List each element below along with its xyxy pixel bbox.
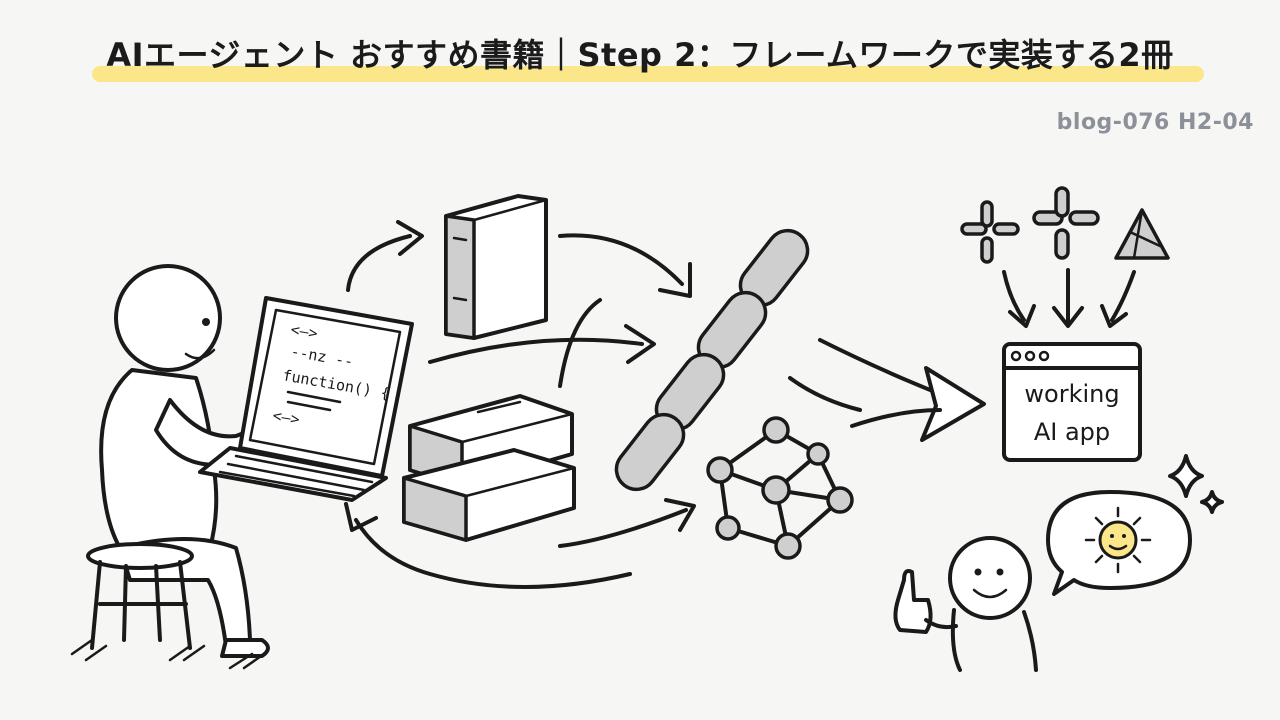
happy-person: [893, 536, 1038, 672]
ai-app-window: working AI app: [1002, 342, 1142, 462]
blog-tag: blog-076 H2-04: [1056, 110, 1254, 135]
flow-arrows: [344, 220, 986, 589]
thumbs-up-icon: [893, 569, 933, 634]
triangle-logo-icon: [1114, 208, 1170, 260]
code-line-1: <–>: [289, 320, 319, 342]
slack-like-icon-2: [1032, 186, 1100, 260]
stool: [86, 542, 194, 570]
network-graph-icon: [706, 416, 854, 560]
sparkle-icons: [1168, 454, 1224, 514]
book-stack: [402, 394, 576, 542]
laptop: <–> --nz -- function() { <–>: [198, 296, 414, 502]
speech-bubble: [1046, 490, 1192, 596]
person-at-laptop: [70, 264, 282, 670]
page-title-text: AIエージェント おすすめ書籍｜Step 2：フレームワークで実装する2冊: [106, 36, 1174, 74]
chain-icon: [614, 228, 810, 492]
slack-like-icon-1: [960, 200, 1020, 264]
app-text-working: working: [1024, 380, 1119, 408]
book-upright: [444, 194, 548, 340]
book-spine: [444, 214, 476, 340]
app-text-ai-app: AI app: [1034, 418, 1110, 446]
code-line-4: <–>: [271, 406, 301, 428]
integration-logos: [960, 186, 1170, 328]
person-head: [114, 264, 222, 372]
laptop-keyboard: [198, 446, 388, 502]
sun-icon: [1098, 520, 1138, 560]
